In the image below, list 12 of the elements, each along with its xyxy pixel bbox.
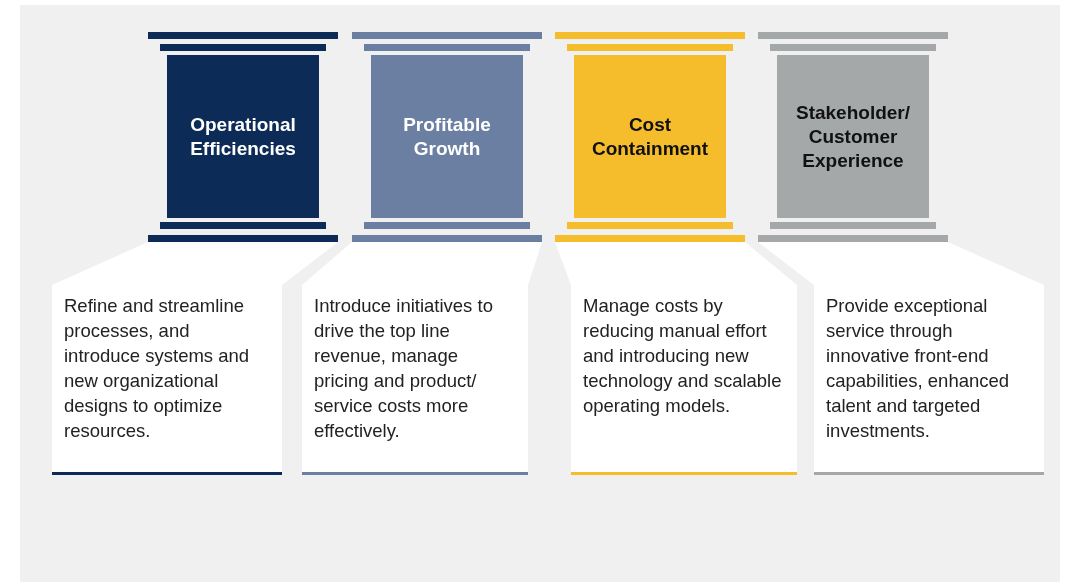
pillar-column [574, 55, 726, 218]
description-text: Refine and streamline processes, and introduce systems and new organizational designs to optimize resources. [64, 294, 251, 443]
description-text: Provide exceptional service through innovative front-end capabilities, enhanced talent and targeted investments. [826, 294, 1011, 443]
pillar-title: Operational Efficiencies [189, 112, 297, 161]
pillar-title: Cost Containment [590, 112, 710, 161]
pillar-title: Stakeholder/ Customer Experience [794, 100, 911, 173]
pillar-column [777, 55, 929, 218]
pillar-title: Profitable Growth [402, 112, 492, 161]
description-text: Introduce initiatives to drive the top line revenue, manage pricing and product/ service costs more effectively. [314, 294, 494, 443]
description-text: Manage costs by reducing manual effort and introducing new technology and scalable operating models. [583, 294, 783, 418]
pillar-column [371, 55, 523, 218]
pillar-column [167, 55, 319, 218]
